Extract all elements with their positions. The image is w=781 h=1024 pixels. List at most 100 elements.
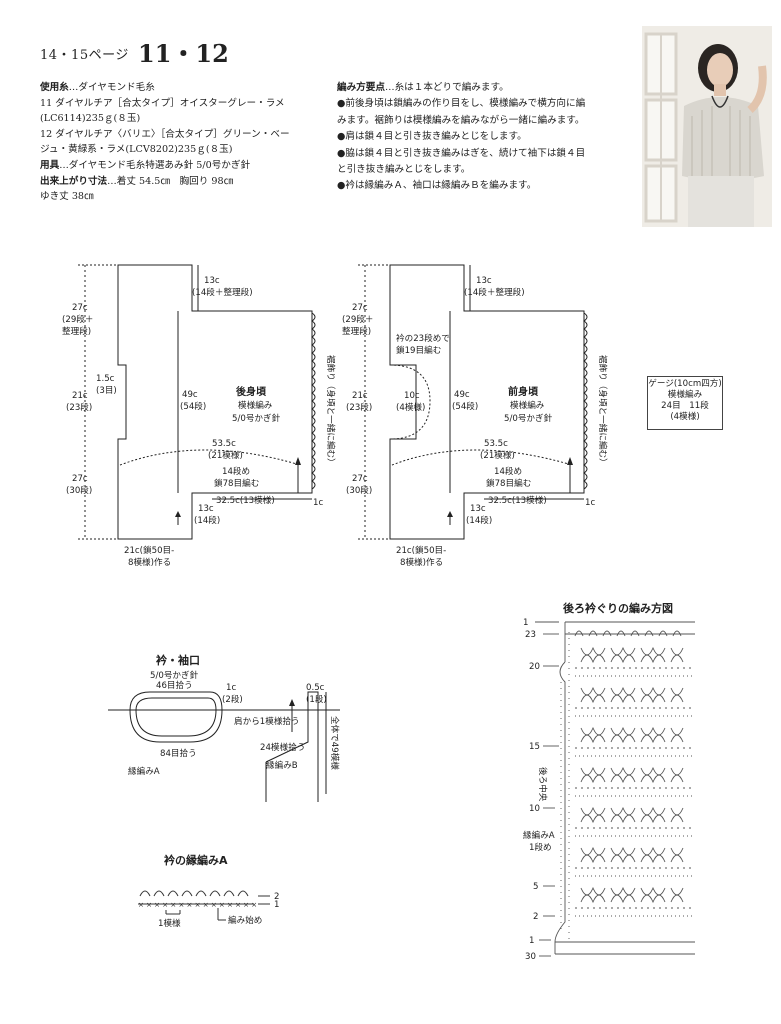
point-line: ●肩は鎖４目と引き抜き編みとじをします。 (337, 131, 527, 143)
row-label: 5 (533, 882, 538, 892)
dim-05c: 0.5c (306, 683, 325, 693)
dim-13c: 13c (476, 276, 492, 286)
dim-78: 鎖78目編む (214, 477, 259, 489)
dim-3dan: (3目) (96, 385, 117, 396)
yarn-source: …ダイヤモンド毛糸 (68, 82, 155, 93)
hem-note: 裾飾り（身頃と一緒に編む） (597, 355, 609, 467)
dim-27c: 27c (72, 303, 88, 313)
row-label: 30 (525, 952, 536, 962)
size-text: …着丈 54.5㎝ 胸回り 98㎝ (107, 175, 234, 187)
back-pattern: 模様編み (238, 399, 273, 411)
back-body-diagram: 27c (29段＋ 整理段) 1.5c (3目) 21c (23段) 27c (… (62, 264, 337, 568)
gauge-pattern: 模様編み (667, 390, 703, 400)
edge-a-label: 縁編みA (128, 765, 160, 777)
back-body-title: 後身頃 (236, 385, 267, 398)
dim-14dan2: (14段) (466, 514, 492, 526)
dim-seiri: 整理段) (62, 325, 91, 337)
yarn-11-amount: (LC6114)235ｇ(８玉) (40, 113, 141, 125)
row-label: 20 (529, 662, 540, 672)
dim-23dan: (23段) (346, 401, 372, 413)
dim-535: 53.5c (484, 439, 508, 449)
yarn-11: 11 ダイヤルチア［合太タイプ］オイスターグレー・ラメ (40, 97, 285, 109)
row-label: 1 (523, 618, 528, 628)
dim-1c: 1c (585, 498, 595, 508)
cast-on-2: 8模様)作る (400, 556, 443, 568)
gauge-title: ゲージ(10cm四方) (648, 379, 722, 389)
dim-21c: 21c (72, 391, 88, 401)
gauge-motifs: (4模様) (670, 412, 700, 422)
pattern-number: 11・12 (138, 39, 229, 68)
dim-30dan: (30段) (66, 484, 92, 496)
yarn-12-amount: ジュ・黄緑系・ラメ(LCV8202)235ｇ(８玉) (40, 144, 233, 156)
dim-21c: 21c (352, 391, 368, 401)
edge-b-label: 縁編みB (266, 759, 298, 771)
cast-on-2: 8模様)作る (128, 556, 171, 568)
dim-325: 32.5c(13模様) (488, 494, 547, 506)
tools-text: …ダイヤモンド毛糸特選あみ針 5/0号かぎ針 (59, 159, 251, 171)
collar-cuff-diagram: 衿・袖口 5/0号かぎ針 46目拾う 84目拾う 縁編みA 1c (2段) 0.… (108, 653, 341, 802)
edge-a-note: 縁編みA (523, 829, 555, 841)
hem-note: 裾飾り（身頃と一緒に編む） (325, 355, 337, 467)
row-label: 1 (529, 936, 534, 946)
back-neck-chart: 1 23 20 15 10 5 2 1 30 後ろ中央 縁編みA 1段め (523, 618, 696, 962)
one-motif: 1模様 (158, 917, 181, 929)
back-neck-title: 後ろ衿ぐりの編み方図 (563, 602, 673, 615)
pick-24: 24模様拾う (260, 741, 305, 753)
dim-54dan: (54段) (452, 400, 478, 412)
tools-heading: 用具 (40, 159, 60, 171)
point-line: ●衿は縁編みＡ、袖口は縁編みＢを編みます。 (337, 180, 537, 192)
dim-14dan2: (14段) (194, 514, 220, 526)
dim-54dan: (54段) (180, 400, 206, 412)
edge-a-row2: 2 (274, 892, 279, 902)
point-line: ●前後身頃は鎖編みの作り目をし、模様編みで横方向に編 (337, 98, 586, 110)
row-label: 15 (529, 742, 540, 752)
front-needle: 5/0号かぎ針 (504, 412, 553, 424)
gauge-box: ゲージ(10cm四方) 模様編み 24目 11段 (4模様) (647, 376, 723, 430)
gauge-counts: 24目 11段 (661, 401, 709, 411)
dim-14dan: 14段め (222, 465, 250, 477)
dim-13c: 13c (204, 276, 220, 286)
row-label: 10 (529, 804, 540, 814)
yarn-heading: 使用糸 (40, 82, 69, 93)
yarn-12: 12 ダイヤルチア〈バリエ〉［合太タイプ］グリーン・ベー (40, 128, 290, 140)
neck-note: 衿の23段めで (396, 332, 450, 344)
dim-78: 鎖78目編む (486, 477, 531, 489)
dim-15c: 1.5c (96, 374, 115, 384)
shoulder-note: 肩から1模様拾う (234, 715, 300, 727)
pick-84: 84目拾う (160, 747, 197, 759)
dim-29dan: (29段＋ (62, 313, 93, 325)
point-line: と引き抜き編みとじをします。 (337, 164, 471, 176)
pick-46: 46目拾う (156, 679, 193, 691)
neck-note-2: 鎖19目編む (396, 344, 441, 356)
point-line: ●脇は鎖４目と引き抜き編みはぎを、続けて袖下は鎖４目 (337, 147, 586, 159)
dim-13c-b: 13c (198, 504, 214, 514)
dim-4moyo: (4模様) (396, 401, 425, 413)
point-line: みます。裾飾りは模様編みを編みながら一緒に編みます。 (337, 114, 585, 126)
back-needle: 5/0号かぎ針 (232, 412, 281, 424)
page-reference: 14・15ページ (40, 48, 129, 63)
dim-30dan: (30段) (346, 484, 372, 496)
edge-a-title: 衿の縁編みA (164, 853, 228, 867)
dim-23dan: (23段) (66, 401, 92, 413)
front-pattern: 模様編み (510, 399, 545, 411)
dim-21moyo: (21模様) (208, 449, 243, 461)
dim-21moyo: (21模様) (480, 449, 515, 461)
dim-14seiri: (14段＋整理段) (192, 286, 253, 298)
dim-10c: 10c (404, 391, 420, 401)
row-label: 2 (533, 912, 538, 922)
dim-535: 53.5c (212, 439, 236, 449)
dim-27c: 27c (352, 303, 368, 313)
materials-block: 使用糸…ダイヤモンド毛糸 11 ダイヤルチア［合太タイプ］オイスターグレー・ラメ… (40, 80, 330, 205)
dim-seiri: 整理段) (342, 325, 371, 337)
total-note: 全体で49模様 (329, 716, 341, 770)
dim-325: 32.5c(13模様) (216, 494, 275, 506)
back-center: 後ろ中央 (537, 767, 549, 802)
row-label: 23 (525, 630, 536, 640)
dim-13c-b: 13c (470, 504, 486, 514)
size-heading: 出来上がり寸法 (40, 175, 108, 187)
cast-on: 21c(鎖50目- (124, 544, 174, 556)
edge-a-row: 1段め (529, 841, 552, 853)
dim-14seiri: (14段＋整理段) (464, 286, 525, 298)
collar-cuff-needle: 5/0号かぎ針 (150, 669, 199, 681)
dim-1c: 1c (226, 683, 236, 693)
